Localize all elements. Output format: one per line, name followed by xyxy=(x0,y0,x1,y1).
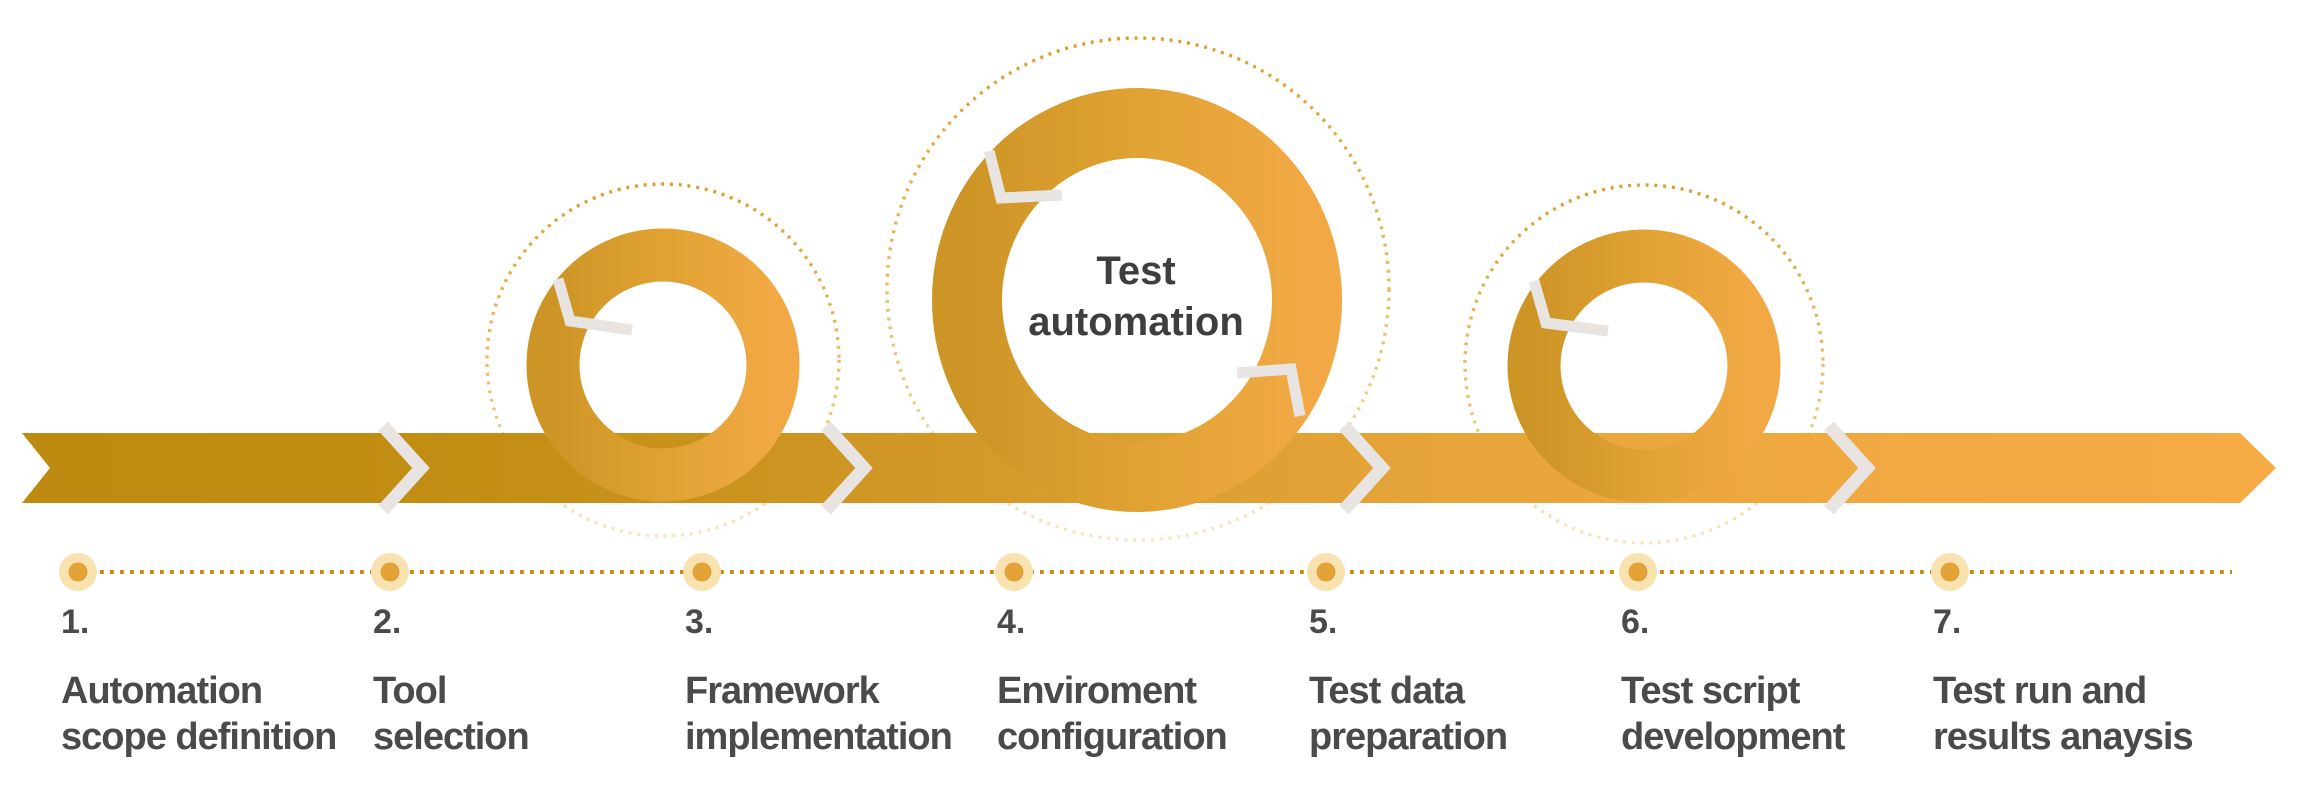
ribbon-fold-mark-loop3 xyxy=(1528,279,1609,337)
step-label-line1: Tool xyxy=(373,670,447,712)
ribbon-fold-mark-loop1 xyxy=(552,277,633,336)
step-item-2: 2. Tool selection xyxy=(373,602,683,760)
dotted-halo-circle-1 xyxy=(485,182,841,538)
step-label: Framework implementation xyxy=(685,668,995,760)
step-label: Enviroment configuration xyxy=(997,668,1307,760)
milestone-marker-4 xyxy=(995,553,1033,591)
step-label-line1: Automation xyxy=(61,670,263,712)
step-label: Automation scope definition xyxy=(61,668,371,760)
step-item-3: 3. Framework implementation xyxy=(685,602,995,760)
step-number: 2. xyxy=(373,603,402,641)
step-label: Test data preparation xyxy=(1309,668,1619,760)
step-number: 4. xyxy=(997,603,1026,641)
step-item-6: 6. Test script development xyxy=(1621,602,1931,760)
step-label-line2: preparation xyxy=(1309,716,1508,758)
step-label-line1: Test data xyxy=(1309,670,1465,712)
chevron-separator-4 xyxy=(1824,421,1876,515)
step-number: 6. xyxy=(1621,603,1650,641)
step-label-line1: Test script xyxy=(1621,670,1800,712)
center-label-line1: Test xyxy=(1096,249,1176,293)
milestone-marker-1 xyxy=(59,553,97,591)
milestone-marker-3 xyxy=(683,553,721,591)
chevron-separator-1 xyxy=(378,421,430,515)
ribbon-fold-mark-loop2-bottom xyxy=(1236,363,1306,418)
step-number: 7. xyxy=(1933,603,1962,641)
step-label: Test script development xyxy=(1621,668,1931,760)
loop-center-label: Test automation xyxy=(936,246,1336,348)
step-item-4: 4. Enviroment configuration xyxy=(997,602,1307,760)
step-label: Test run and results anaysis xyxy=(1933,668,2243,760)
step-label: Tool selection xyxy=(373,668,683,760)
chevron-separator-2 xyxy=(821,421,873,515)
milestone-dot xyxy=(1316,562,1336,582)
step-label-line1: Enviroment xyxy=(997,670,1197,712)
milestone-dot xyxy=(380,562,400,582)
milestone-marker-2 xyxy=(371,553,409,591)
milestone-dot xyxy=(1004,562,1024,582)
step-label-line1: Framework xyxy=(685,670,880,712)
step-number: 1. xyxy=(61,603,90,641)
milestone-dot xyxy=(692,562,712,582)
step-label-line2: selection xyxy=(373,716,530,758)
step-item-1: 1. Automation scope definition xyxy=(61,602,371,760)
step-item-7: 7. Test run and results anaysis xyxy=(1933,602,2243,760)
milestone-dot xyxy=(68,562,88,582)
milestone-dot xyxy=(1940,562,1960,582)
dotted-halo-circle-3 xyxy=(1463,183,1825,545)
step-label-line2: configuration xyxy=(997,716,1228,758)
step-number: 5. xyxy=(1309,603,1338,641)
center-label-line2: automation xyxy=(1028,300,1244,344)
loop-ring-1 xyxy=(526,228,800,502)
milestone-dot xyxy=(1628,562,1648,582)
step-label-line2: implementation xyxy=(685,716,953,758)
loop-ring-2 xyxy=(932,88,1342,512)
milestone-marker-5 xyxy=(1307,553,1345,591)
step-label-line1: Test run and xyxy=(1933,670,2147,712)
loop-ring-3 xyxy=(1507,229,1781,503)
milestone-marker-7 xyxy=(1931,553,1969,591)
step-number: 3. xyxy=(685,603,714,641)
dotted-halo-circle-2 xyxy=(885,36,1391,542)
step-label-line2: development xyxy=(1621,716,1845,758)
chevron-separator-3 xyxy=(1339,421,1391,515)
ribbon-fold-mark-loop2-top xyxy=(983,149,1063,204)
milestone-marker-6 xyxy=(1619,553,1657,591)
step-item-5: 5. Test data preparation xyxy=(1309,602,1619,760)
step-label-line2: results anaysis xyxy=(1933,716,2194,758)
step-label-line2: scope definition xyxy=(61,716,337,758)
